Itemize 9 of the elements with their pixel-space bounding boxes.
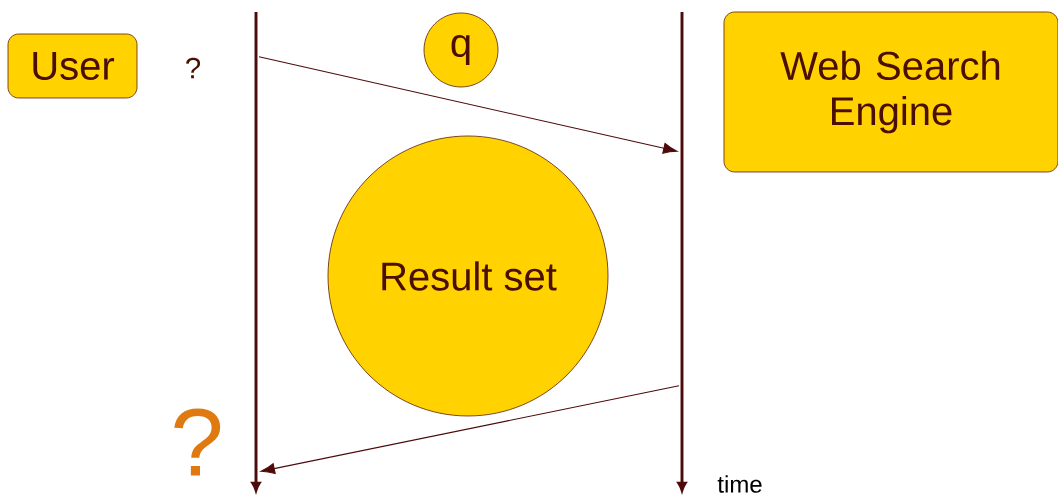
question-mark: ? (186, 57, 201, 79)
lifeline-arrow (677, 12, 687, 492)
message-arrow (258, 56, 678, 154)
time-label: time (717, 475, 762, 493)
question-mark: ? (174, 408, 221, 476)
user-box: User (7, 33, 138, 99)
lifeline-arrow (251, 12, 261, 492)
search-engine-box: Web Search Engine (723, 11, 1058, 173)
message-arrow (260, 385, 680, 475)
